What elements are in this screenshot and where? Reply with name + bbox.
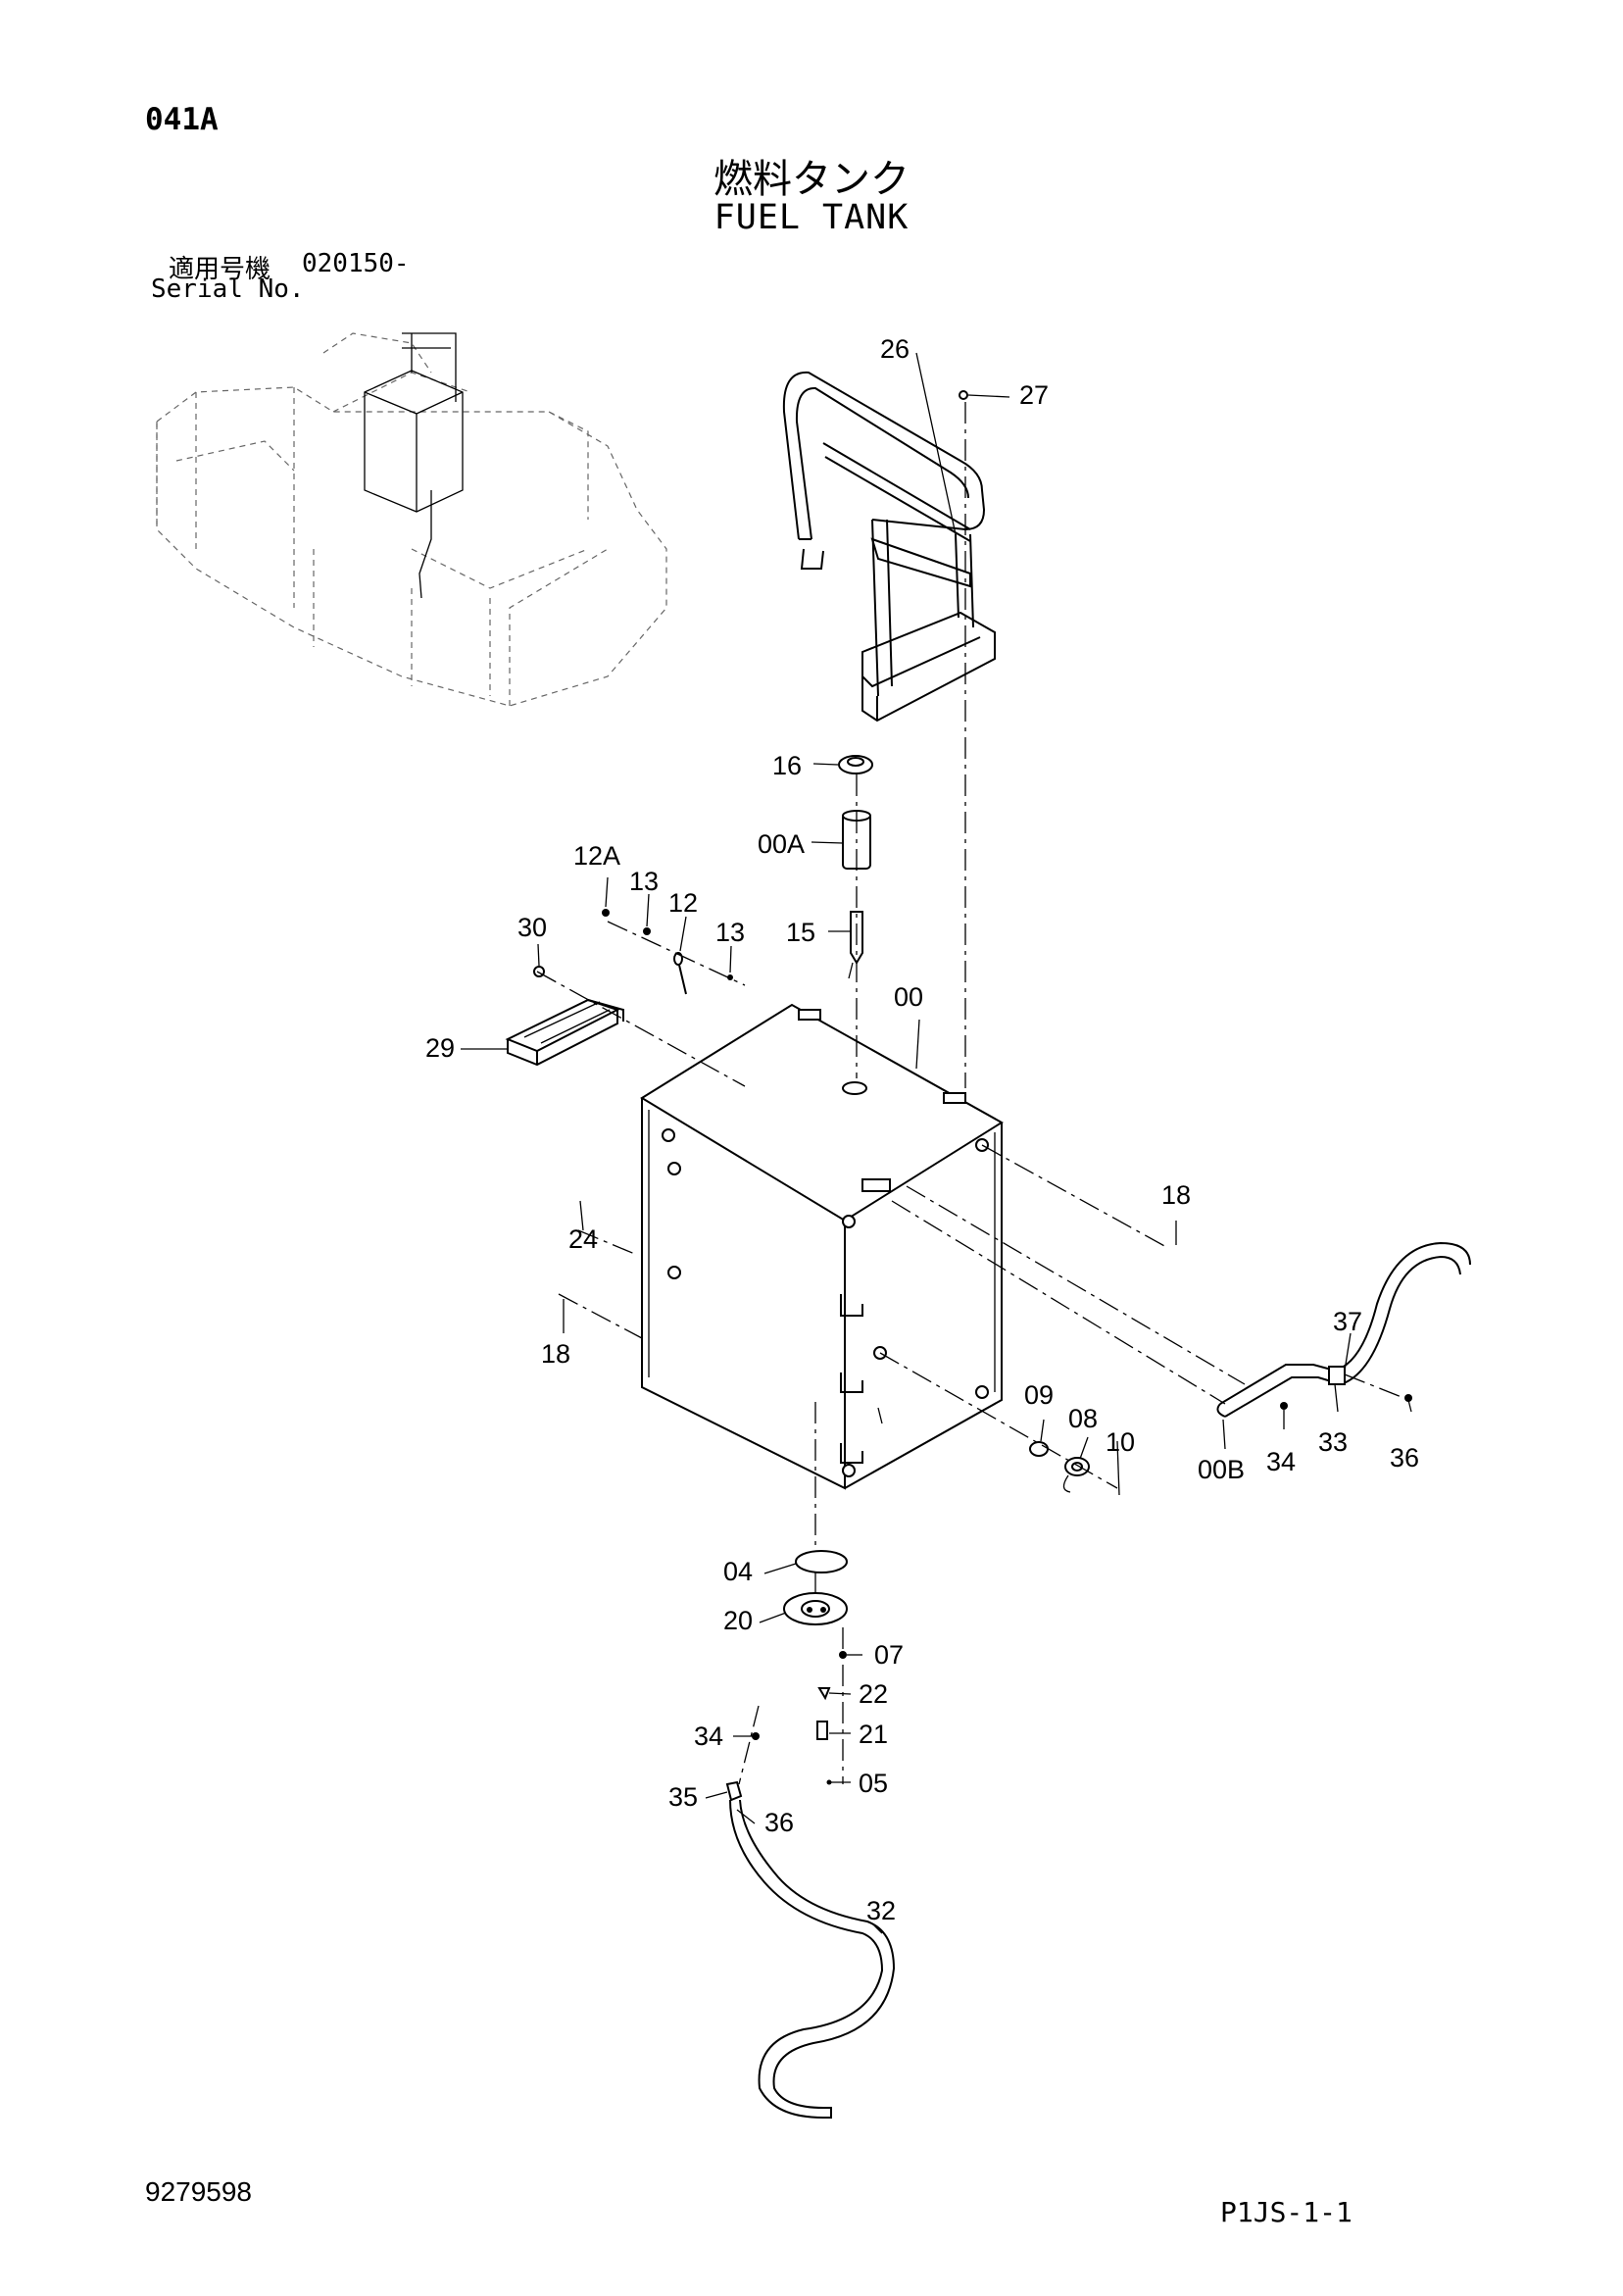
callout-34-upper: 34 xyxy=(1266,1447,1296,1476)
fuel-tank-body xyxy=(640,1003,1004,1490)
callout-07: 07 xyxy=(874,1640,904,1670)
drawing-number: 9279598 xyxy=(145,2176,253,2207)
serial-label-japanese: 適用号機 xyxy=(169,255,271,284)
page-code: 041A xyxy=(145,102,219,137)
callout-35: 35 xyxy=(668,1782,698,1812)
page-title-japanese: 燃料タンク xyxy=(713,157,910,202)
callout-08: 08 xyxy=(1068,1404,1098,1433)
callout-27: 27 xyxy=(1019,380,1049,410)
callout-29: 29 xyxy=(425,1033,455,1063)
part-callouts: 26 27 16 00A 15 12A 13 12 13 30 29 00 24… xyxy=(425,334,1419,1925)
callout-10: 10 xyxy=(1106,1427,1135,1457)
bolt-27-marker xyxy=(959,390,968,400)
callout-12A: 12A xyxy=(573,841,620,871)
callout-32: 32 xyxy=(866,1896,896,1925)
callout-05: 05 xyxy=(859,1769,888,1798)
page-reference: P1JS-1-1 xyxy=(1220,2196,1352,2228)
assembly-centerlines xyxy=(536,402,1402,1785)
step-plate xyxy=(505,998,624,1067)
drain-plug-parts xyxy=(1029,1441,1090,1493)
callout-16: 16 xyxy=(772,751,802,780)
callout-15: 15 xyxy=(786,918,815,947)
callout-18-right: 18 xyxy=(1161,1180,1191,1210)
callout-12: 12 xyxy=(668,888,698,918)
mounting-hardware xyxy=(533,909,733,995)
callout-04: 04 xyxy=(723,1557,753,1586)
drain-hose-lower xyxy=(725,1732,896,2119)
callout-36-lower: 36 xyxy=(764,1808,794,1837)
leader-lines xyxy=(461,352,1412,1934)
callout-33: 33 xyxy=(1318,1427,1348,1457)
machine-location-thumbnail xyxy=(156,332,667,707)
hose-assembly-upper xyxy=(1216,1241,1471,1418)
callout-09: 09 xyxy=(1024,1380,1054,1410)
callout-21: 21 xyxy=(859,1720,888,1749)
handrail xyxy=(782,371,996,723)
callout-24: 24 xyxy=(568,1224,598,1254)
callout-37: 37 xyxy=(1333,1307,1362,1336)
callout-13-lower: 13 xyxy=(715,918,745,947)
callout-26: 26 xyxy=(880,334,910,364)
callout-00B: 00B xyxy=(1198,1455,1245,1484)
callout-00: 00 xyxy=(894,982,923,1012)
callout-34-lower: 34 xyxy=(694,1722,723,1751)
serial-number-value: 020150- xyxy=(302,249,410,278)
callout-30: 30 xyxy=(517,913,547,942)
callout-13-upper: 13 xyxy=(629,867,659,896)
page-title-english: FUEL TANK xyxy=(713,198,910,237)
filler-cap-assembly xyxy=(838,755,873,979)
callout-36-upper: 36 xyxy=(1390,1443,1419,1472)
callout-00A: 00A xyxy=(758,829,805,859)
serial-label-english: Serial No. xyxy=(151,275,305,304)
callout-22: 22 xyxy=(859,1679,888,1709)
callout-20: 20 xyxy=(723,1606,753,1635)
callout-18-left: 18 xyxy=(541,1339,570,1369)
